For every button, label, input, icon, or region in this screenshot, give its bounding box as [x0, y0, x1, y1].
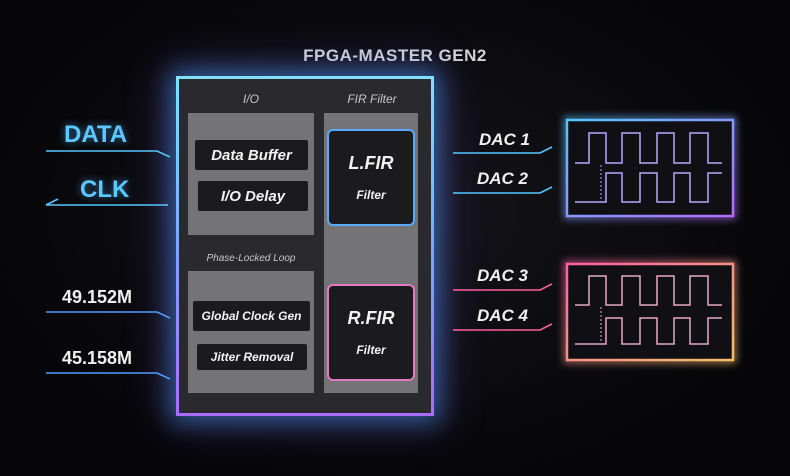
dac1-label: DAC 1: [479, 130, 531, 149]
l-fir-block: L.FIR Filter: [327, 129, 415, 226]
dac4-output-line: [453, 323, 553, 331]
data-buffer-block: Data Buffer: [195, 140, 308, 170]
dac3-output-line: [453, 283, 553, 291]
r-fir-block: R.FIR Filter: [327, 284, 415, 381]
upper-wave-1: [575, 132, 722, 164]
clock1-input-line: [46, 311, 171, 319]
dac1-output-line: [453, 146, 553, 154]
pll-panel: [188, 271, 314, 393]
chip-title: FPGA-MASTER GEN2: [303, 46, 487, 65]
clock-45-label: 45.158M: [62, 348, 133, 368]
upper-scope: [565, 118, 735, 218]
dac3-label: DAC 3: [477, 266, 529, 285]
clk-input-tick: [45, 198, 59, 206]
io-panel: [188, 113, 314, 235]
l-fir-name: L.FIR: [348, 153, 394, 173]
lower-wave-2: [575, 317, 722, 345]
upper-wave-2: [575, 172, 722, 203]
dac2-output-line: [453, 186, 553, 194]
global-clock-gen-block: Global Clock Gen: [193, 301, 310, 331]
l-fir-sub: Filter: [356, 188, 386, 202]
dac4-label: DAC 4: [477, 306, 529, 325]
r-fir-sub: Filter: [356, 343, 386, 357]
clock-49-label: 49.152M: [62, 287, 133, 307]
lower-wave-1: [575, 275, 722, 306]
dac2-label: DAC 2: [477, 169, 529, 188]
clock2-input-line: [46, 372, 171, 380]
io-section-label: I/O: [242, 92, 259, 106]
fir-section-label: FIR Filter: [347, 92, 397, 106]
clk-input-label: CLK: [80, 176, 130, 203]
r-fir-name: R.FIR: [347, 308, 395, 328]
data-input-label: DATA: [64, 121, 128, 148]
jitter-removal-block: Jitter Removal: [197, 344, 307, 370]
pll-section-label: Phase-Locked Loop: [206, 253, 296, 264]
io-delay-block: I/O Delay: [198, 181, 308, 211]
data-input-line: [46, 150, 171, 158]
